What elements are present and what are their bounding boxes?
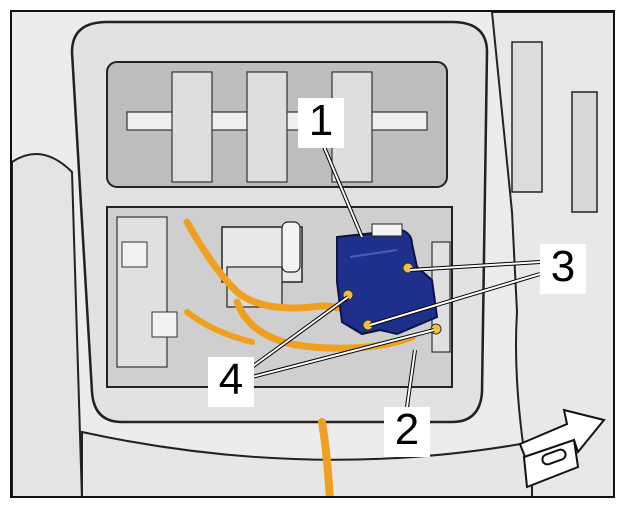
connector-latch: [281, 221, 301, 273]
vent-panel-illustration: [12, 12, 613, 496]
callout-1: 1: [298, 98, 344, 148]
vent-vane: [246, 71, 288, 183]
right-bracket-2: [571, 91, 598, 213]
left-side-panel: [12, 153, 83, 496]
cable: [184, 309, 255, 345]
leader-lines: [250, 141, 541, 408]
callout-3: 3: [540, 244, 586, 294]
callout-4: 4: [208, 357, 254, 407]
clip: [151, 311, 178, 338]
right-bracket: [511, 41, 543, 193]
forward-arrow-icon: [518, 408, 606, 489]
clip: [121, 241, 148, 268]
diagram-frame: 1 3 4 2: [10, 10, 615, 498]
module-tab: [371, 223, 403, 237]
callout-2: 2: [384, 407, 430, 457]
vent-vane: [171, 71, 213, 183]
cable: [318, 418, 334, 496]
left-mount-bracket: [116, 216, 168, 368]
module-highlight: [349, 249, 398, 258]
